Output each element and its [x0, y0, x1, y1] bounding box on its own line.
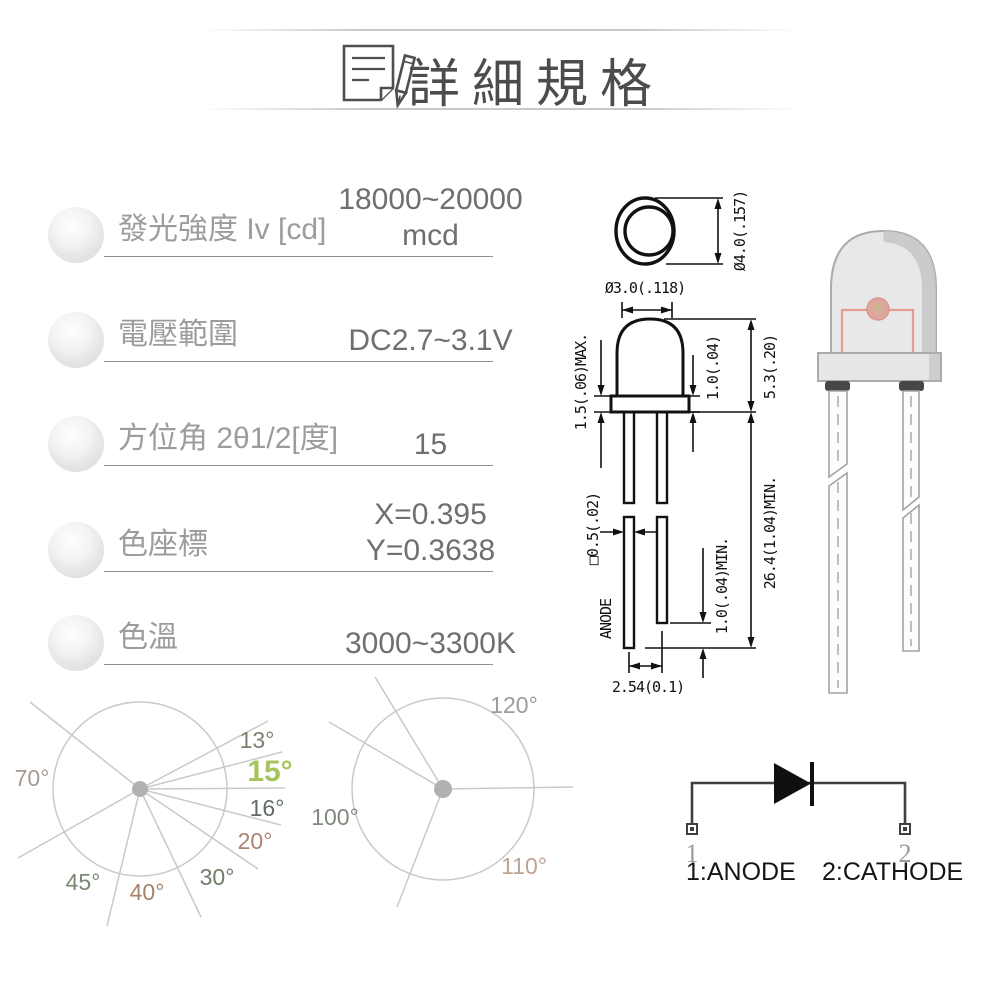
spec-bullet [48, 312, 104, 368]
spec-row-chromaticity: 色座標 X=0.395 Y=0.3638 [48, 494, 495, 578]
led-die [866, 297, 890, 321]
spec-value: 3000~3300K [314, 590, 547, 662]
spec-bullet [48, 615, 104, 671]
title-band-bottom-rule [0, 108, 1000, 110]
spec-value: 15 [314, 391, 547, 463]
beam-angle-chart-narrow: 70° 13° 15° 16° 20° 30° 40° 45° [15, 701, 293, 927]
chart-center-dot [434, 780, 452, 798]
spec-label: 電壓範圍 [118, 318, 238, 351]
dim-label-lead-diff: 1.0(.04)MIN. [713, 538, 731, 634]
angle-label-120: 120° [490, 692, 538, 718]
led-flange-shading [929, 354, 940, 380]
led-front-view [609, 317, 691, 650]
dim-label-flange-thickness: 1.0(.04) [704, 336, 722, 400]
spec-label: 發光強度 Iv [cd] [118, 213, 327, 246]
angle-label-45: 45° [66, 869, 101, 895]
dim-label-body-diameter: Ø3.0(.118) [605, 279, 685, 297]
pin1-number: 1 [686, 839, 699, 868]
spec-label: 方位角 2θ1/2[度] [118, 422, 339, 455]
spec-value-line: 3000~3300K [344, 627, 516, 660]
spec-bullet [48, 522, 104, 578]
spec-value-line: DC2.7~3.1V [348, 324, 513, 357]
led-dimension-drawing: Ø3.0(.118) Ø4.0(.157) 1.5(.06)MAX. 1.0(.… [572, 191, 779, 696]
dim-label-lead-pitch: 2.54(0.1) [612, 678, 684, 696]
dim-label-lead-square: □0.5(.02) [584, 493, 602, 565]
led-flange [817, 352, 942, 382]
beam-angle-chart-wide: 120° 100° 110° [311, 676, 574, 908]
spec-label: 色溫 [118, 621, 178, 654]
spec-value: DC2.7~3.1V [314, 287, 547, 359]
dim-label-lead-length: 26.4(1.04)MIN. [761, 477, 779, 589]
chart-center-dot [132, 781, 148, 797]
spec-row-viewing-angle: 方位角 2θ1/2[度] 15 [48, 388, 493, 472]
led-leg-centerlines [837, 396, 912, 688]
terminal-pin2 [899, 823, 911, 835]
led-foot-left [825, 381, 850, 391]
pin2-number: 2 [899, 839, 912, 868]
led-top-view [614, 196, 723, 266]
schematic-caption-cathode: 2:CATHODE [822, 858, 963, 886]
spec-row-voltage-range: 電壓範圍 DC2.7~3.1V [48, 284, 513, 368]
diode-schematic: 1 2 1:ANODE 2:CATHODE [686, 762, 963, 886]
schematic-caption-anode: 1:ANODE [686, 858, 796, 886]
angle-label-30: 30° [200, 864, 235, 890]
angle-label-40: 40° [130, 879, 165, 905]
spec-value-line: 18000~20000 [338, 183, 523, 216]
spec-row-luminous-intensity: 發光強度 Iv [cd] 18000~20000 mcd [48, 179, 523, 263]
angle-label-16: 16° [250, 795, 285, 821]
angle-label-13: 13° [240, 727, 275, 753]
diode-triangle [774, 763, 811, 804]
document-pen-icon [338, 38, 424, 119]
angle-label-100: 100° [311, 804, 359, 830]
angle-label-15-highlight: 15° [247, 755, 292, 788]
dim-label-flange-max: 1.5(.06)MAX. [572, 334, 590, 430]
dim-label-anode: ANODE [597, 598, 615, 639]
spec-value-line: mcd [402, 219, 459, 252]
angle-label-70: 70° [15, 765, 50, 791]
dimension-lines [594, 302, 756, 678]
spec-label: 色座標 [118, 528, 208, 561]
spec-value: 18000~20000 mcd [314, 182, 547, 254]
terminal-pin1 [686, 823, 698, 835]
angle-label-20: 20° [238, 828, 273, 854]
spec-row-color-temperature: 色溫 3000~3300K [48, 587, 516, 671]
dim-label-head-height: 5.3(.20) [761, 335, 779, 399]
spec-value-line: 15 [413, 428, 448, 461]
spec-value-line: Y=0.3638 [365, 534, 496, 567]
spec-value-line: X=0.395 [374, 498, 487, 531]
led-legs [828, 390, 920, 694]
led-foot-right [899, 381, 924, 391]
led-dome-shading [883, 231, 936, 353]
dim-label-flange-diameter: Ø4.0(.157) [731, 191, 749, 271]
led-illustration [817, 229, 942, 694]
spec-bullet [48, 416, 104, 472]
title-band-top-rule [0, 29, 1000, 31]
spec-bullet [48, 207, 104, 263]
spec-value: X=0.395 Y=0.3638 [314, 497, 547, 569]
page-title: 詳細規格 [408, 56, 665, 114]
angle-label-110: 110° [501, 853, 547, 879]
